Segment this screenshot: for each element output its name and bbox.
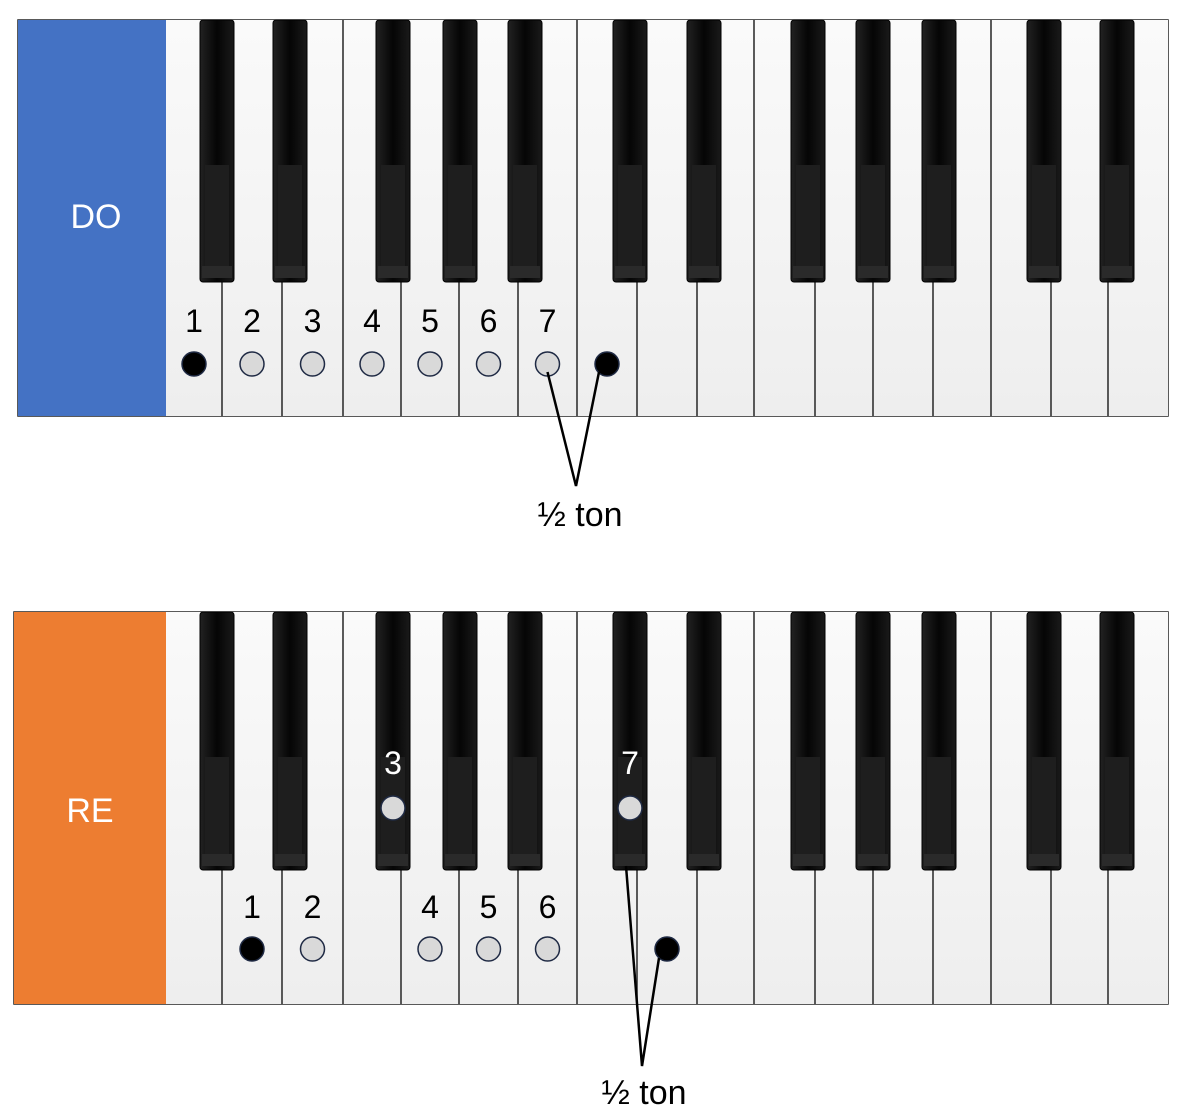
scale-degree-marker: 2 <box>239 303 265 377</box>
scale-degree-marker: 4 <box>359 303 385 377</box>
black-key <box>507 19 543 283</box>
scale-degree-number: 4 <box>363 303 381 339</box>
open-note-dot <box>359 351 385 377</box>
open-note-dot <box>475 351 502 377</box>
black-key <box>442 19 478 283</box>
open-note-dot <box>417 351 443 377</box>
black-key <box>686 611 722 871</box>
scale-degree-marker: 6 <box>475 303 502 377</box>
scale-tonic-marker <box>654 936 680 962</box>
scale-degree-marker: 7 <box>617 745 643 821</box>
black-key <box>272 19 308 283</box>
scale-degree-marker: 3 <box>380 745 406 821</box>
keyboard-re-interval-label: ½ ton <box>601 1074 686 1112</box>
scale-degree-marker: 4 <box>417 889 443 962</box>
filled-note-dot <box>239 936 265 962</box>
black-key <box>272 611 308 871</box>
scale-degree-number: 3 <box>304 303 322 339</box>
scale-tonic-marker <box>594 351 620 377</box>
open-note-dot <box>239 351 265 377</box>
black-key <box>921 19 957 283</box>
keyboard-re-label: RE <box>66 792 113 830</box>
keyboard-do-markers: 1 2 3 4 5 6 7 <box>181 303 620 487</box>
scale-degree-number: 7 <box>621 745 639 781</box>
filled-note-dot <box>181 351 207 377</box>
scale-degree-number: 6 <box>480 303 498 339</box>
scale-degree-number: 2 <box>243 303 261 339</box>
black-key <box>612 611 648 871</box>
scale-tonic-marker: 1 <box>181 303 207 377</box>
scale-degree-marker: 5 <box>475 889 502 962</box>
keyboard-re-markers: 1 2 3 4 5 6 7 <box>239 745 680 1067</box>
scale-tonic-marker: 1 <box>239 889 265 962</box>
filled-note-dot <box>654 936 680 962</box>
open-note-dot <box>380 795 406 821</box>
keyboard-do-interval-label: ½ ton <box>537 496 622 534</box>
scale-degree-number: 6 <box>539 889 557 925</box>
keyboard-re-keys <box>166 611 1168 1004</box>
black-key <box>855 19 891 283</box>
black-key <box>1099 611 1135 871</box>
black-key <box>375 19 411 283</box>
scale-degree-marker: 2 <box>299 889 326 962</box>
open-note-dot <box>299 351 326 377</box>
half-tone-bracket <box>546 371 601 487</box>
scale-degree-marker: 5 <box>417 303 443 377</box>
scale-degree-marker: 3 <box>299 303 326 377</box>
open-note-dot <box>617 795 643 821</box>
keyboard-do: DO 1 2 3 4 5 6 7 ½ ton <box>17 19 1169 534</box>
open-note-dot <box>475 936 502 962</box>
scale-degree-number: 7 <box>539 303 557 339</box>
scale-degree-number: 2 <box>304 889 322 925</box>
scale-degree-marker: 7 <box>534 303 561 377</box>
scale-degree-number: 1 <box>185 303 203 339</box>
keyboard-re: RE 1 2 3 4 5 6 7 ½ ton <box>13 611 1169 1112</box>
keyboard-re-panel <box>14 612 166 1004</box>
scale-degree-number: 5 <box>421 303 439 339</box>
black-key <box>1026 611 1062 871</box>
scale-degree-marker: 6 <box>534 889 561 962</box>
black-key <box>921 611 957 871</box>
keyboard-do-panel <box>18 20 166 416</box>
scale-degree-number: 3 <box>384 745 402 781</box>
black-key <box>1099 19 1135 283</box>
open-note-dot <box>534 936 561 962</box>
black-key <box>442 611 478 871</box>
black-key <box>855 611 891 871</box>
scale-degree-number: 4 <box>421 889 439 925</box>
black-key <box>199 611 235 871</box>
black-key <box>199 19 235 283</box>
black-key <box>375 611 411 871</box>
scale-degree-number: 1 <box>243 889 261 925</box>
black-key <box>790 611 826 871</box>
open-note-dot <box>299 936 326 962</box>
scale-degree-number: 5 <box>480 889 498 925</box>
half-tone-bracket <box>624 865 661 1067</box>
filled-note-dot <box>594 351 620 377</box>
open-note-dot <box>417 936 443 962</box>
keyboard-do-keys <box>166 19 1168 416</box>
black-key <box>1026 19 1062 283</box>
keyboard-do-label: DO <box>71 198 122 236</box>
black-key <box>507 611 543 871</box>
black-key <box>790 19 826 283</box>
black-key <box>612 19 648 283</box>
black-key <box>686 19 722 283</box>
